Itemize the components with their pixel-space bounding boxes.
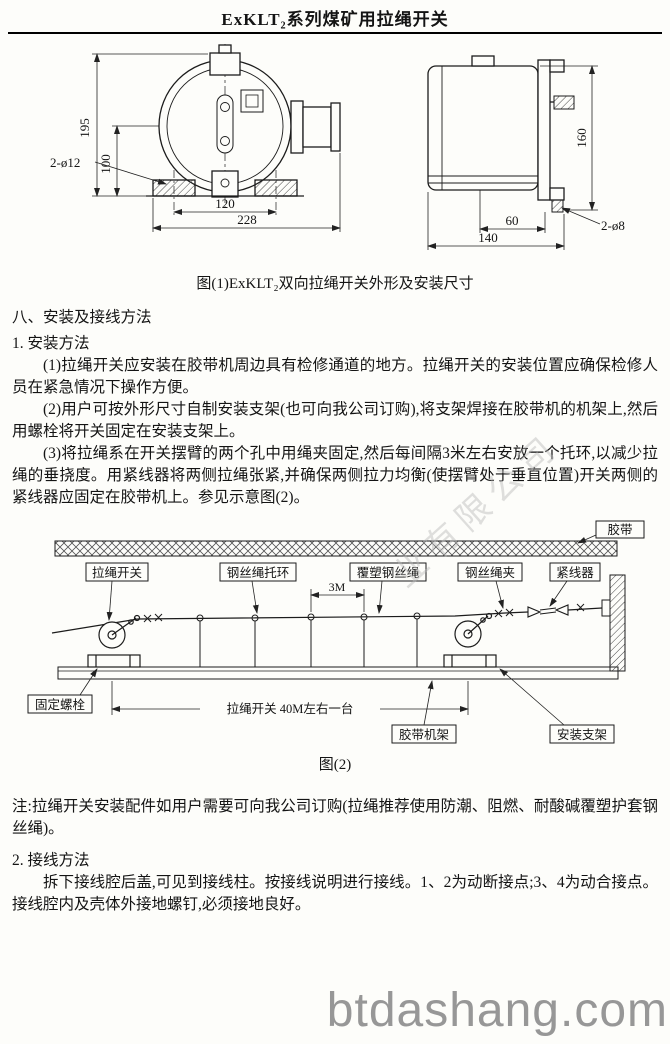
page-title: ExKLT₂系列煤矿用拉绳开关 xyxy=(221,10,449,29)
mount-bracket xyxy=(537,59,551,201)
cable-gland xyxy=(290,100,304,154)
bracket-screw xyxy=(553,95,575,110)
pull-switch-right xyxy=(443,612,497,668)
center-slot xyxy=(216,94,234,154)
dim-width-total: 228 xyxy=(237,212,257,227)
dim-3m-lines xyxy=(310,589,365,612)
pull-rope xyxy=(51,607,603,634)
subsection-2-heading: 2. 接线方法 xyxy=(12,852,90,869)
callout-leaders xyxy=(79,534,597,726)
dim-spacing-lines xyxy=(111,681,469,715)
front-view-dimensions xyxy=(92,53,341,232)
dim-height-mount: 100 xyxy=(98,154,113,174)
callout-boxes xyxy=(27,520,645,744)
label-belt: 胶带 xyxy=(607,522,632,537)
page-header: ExKLT₂系列煤矿用拉绳开关 xyxy=(0,0,670,34)
section-heading: 八、安装及接线方法 xyxy=(12,309,152,326)
dim-holes-front: 2-ø12 xyxy=(50,155,80,170)
label-fixing-bolt: 固定螺栓 xyxy=(35,697,86,712)
install-section: 八、安装及接线方法 1. 安装方法 (1)拉绳开关应安装在胶带机周边具有检修通道… xyxy=(0,307,670,509)
figure1-technical-drawing: 195 100 2-ø12 120 228 xyxy=(50,44,625,250)
side-body xyxy=(427,65,539,191)
wiring-section: 注:拉绳开关安装配件如用户需要可向我公司订购(拉绳推荐使用防潮、阻燃、耐酸碱覆塑… xyxy=(0,796,670,916)
label-tensioner: 紧线器 xyxy=(556,566,594,580)
header-rule xyxy=(8,32,662,34)
figure1-caption: 图(1)ExKLT₂双向拉绳开关外形及安装尺寸 xyxy=(196,276,474,292)
side-view-dimensions xyxy=(427,65,601,250)
order-note: 注:拉绳开关安装配件如用户需要可向我公司订购(拉绳推荐使用防潮、阻燃、耐酸碱覆塑… xyxy=(12,798,658,837)
dim-width-feet: 120 xyxy=(215,196,235,211)
rope-clamps xyxy=(143,603,585,623)
wiring-paragraph: 拆下接线腔后盖,可见到接线柱。按接线说明进行接线。1、2为动断接点;3、4为动合… xyxy=(12,874,658,913)
label-mount-bracket: 安装支架 xyxy=(557,727,607,742)
install-paragraph-1: (1)拉绳开关应安装在胶带机周边具有检修通道的地方。拉绳开关的安装位置应确保检修… xyxy=(12,357,658,396)
conveyor-belt xyxy=(54,540,618,557)
side-view xyxy=(427,55,575,213)
label-rope-ring: 钢丝绳托环 xyxy=(227,566,290,580)
figure2-caption: 图(2) xyxy=(318,757,352,773)
dim-height-total: 195 xyxy=(77,118,92,138)
rope-support-rings xyxy=(196,612,421,667)
dim-holes-side: 2-ø8 xyxy=(601,218,625,233)
dim-width-bracket: 60 xyxy=(506,213,519,228)
dim-3m: 3M xyxy=(329,580,346,594)
dim-spacing: 拉绳开关 40M左右一台 xyxy=(227,701,354,716)
subsection-1-heading: 1. 安装方法 xyxy=(12,335,90,352)
label-belt-frame: 胶带机架 xyxy=(399,727,449,742)
install-paragraph-2: (2)用户可按外形尺寸自制安装支架(也可向我公司订购),将支架焊接在胶带机的机架… xyxy=(12,401,658,440)
tensioner-device xyxy=(527,604,569,618)
dim-height-side: 160 xyxy=(574,128,589,148)
label-coated-rope: 覆塑钢丝绳 xyxy=(357,565,420,580)
front-view xyxy=(146,44,341,216)
figure2-installation-diagram: 3M xyxy=(27,520,645,744)
top-terminal xyxy=(209,52,241,76)
site-watermark: btdashang.com xyxy=(326,984,668,1037)
anchor-wall xyxy=(601,574,626,672)
label-rope-clamp: 钢丝绳夹 xyxy=(465,566,515,580)
install-paragraph-3: (3)将拉绳系在开关摆臂的两个孔中用绳夹固定,然后每间隔3米左右安放一个托环,以… xyxy=(12,445,658,506)
dim-width-side: 140 xyxy=(478,230,498,245)
conveyor-frame xyxy=(57,666,619,680)
label-pull-switch: 拉绳开关 xyxy=(92,565,142,580)
pull-switch-left xyxy=(87,614,141,668)
